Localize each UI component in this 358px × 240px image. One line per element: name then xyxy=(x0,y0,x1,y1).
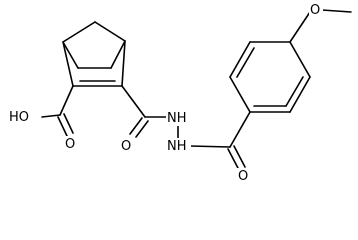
bond-ring-c5-c6 xyxy=(289,76,311,113)
bond-acid-hydroxyl xyxy=(41,114,61,118)
atom-label-amide-carbonyl: O xyxy=(121,139,131,154)
atom-background-acid-carbonyl xyxy=(64,136,78,152)
bond-cage-left-upper xyxy=(62,41,79,69)
atom-label-hydrazide-nh-2: NH xyxy=(167,139,187,154)
bond-amide-carbonyl-a xyxy=(129,117,143,135)
bond-layer xyxy=(41,9,352,171)
bond-amide-carbonyl-b xyxy=(135,120,149,138)
bond-methoxy-methyl xyxy=(321,9,352,13)
atom-label-acid-carbonyl: O xyxy=(65,137,75,152)
atom-background-hydrazide-nh-2 xyxy=(166,138,191,154)
atom-label-hydroxyl: HO xyxy=(9,110,29,125)
bond-ring-c4-c5 xyxy=(289,41,311,78)
bond-bridge-right xyxy=(94,21,126,42)
bond-aroyl-carbonyl-a xyxy=(227,148,240,171)
bond-ring-double-1 xyxy=(236,47,255,78)
bond-bridge-left xyxy=(62,21,96,43)
bond-ring-double-2 xyxy=(285,76,304,107)
atom-background-amide-carbonyl xyxy=(120,138,134,154)
bond-cage-right-upper xyxy=(110,40,126,69)
bond-amide-carbon xyxy=(121,85,146,118)
bond-aroyl-nitrogen xyxy=(189,145,231,148)
atom-background-hydrazide-nh-1 xyxy=(166,110,191,126)
chemical-structure-diagram: HO O O NH NH O O xyxy=(8,2,352,184)
atom-label-methoxy-oxygen: O xyxy=(310,3,320,18)
bond-cage-right-lower xyxy=(121,40,126,87)
bond-acid-carbon xyxy=(59,85,74,116)
bond-methoxy-oxygen xyxy=(289,11,311,43)
bond-acid-carbonyl-a xyxy=(57,116,68,137)
atom-label-hydrazide-nh-1: NH xyxy=(167,111,187,126)
bond-aroyl-ring xyxy=(229,111,251,148)
bond-aroyl-carbonyl-b xyxy=(233,145,246,168)
bond-acid-carbonyl-b xyxy=(63,113,74,134)
bond-ring-c2-c3 xyxy=(229,41,251,78)
atom-label-aroyl-carbonyl: O xyxy=(238,169,248,184)
atom-label-layer: HO O O NH NH O O xyxy=(8,2,323,184)
bond-cage-left-lower xyxy=(62,41,74,87)
atom-background-methoxy-oxygen xyxy=(309,2,323,18)
atom-background-aroyl-carbonyl xyxy=(237,168,251,184)
bond-ring-c1-c2 xyxy=(229,76,251,113)
atom-background-hydroxyl xyxy=(8,107,38,127)
